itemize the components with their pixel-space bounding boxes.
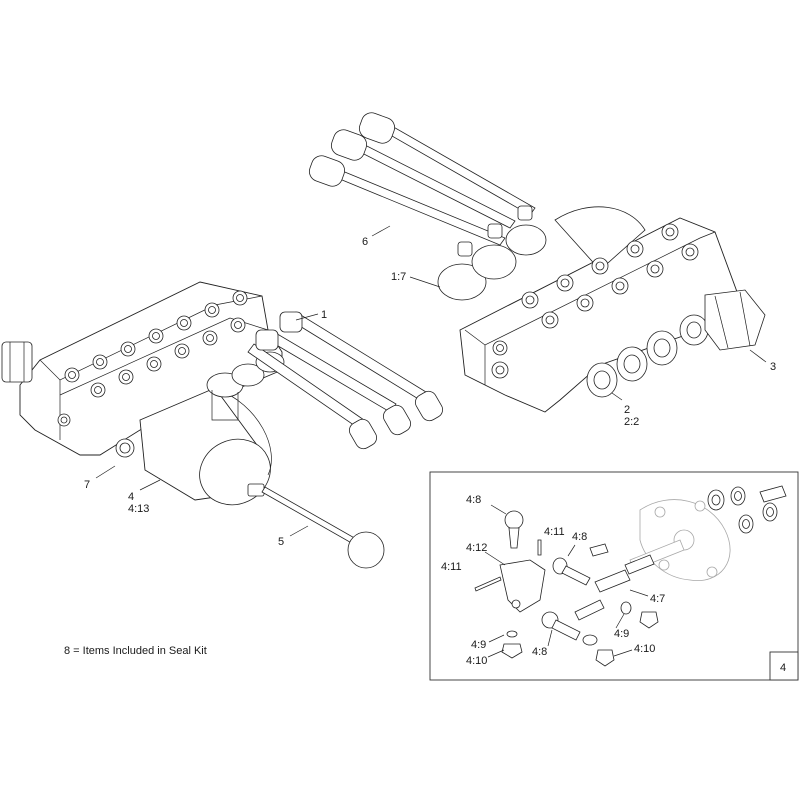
detail-box-number: 4 <box>780 662 786 674</box>
right-valve-ports <box>491 223 699 379</box>
joystick-lever <box>247 483 385 569</box>
main-callouts: 1 1:7 2 2:2 3 4 4:13 5 6 7 <box>84 225 776 548</box>
left-valve-assembly <box>1 281 443 569</box>
label-4-9-a: 4:9 <box>471 639 486 651</box>
left-valve-ports <box>57 290 248 427</box>
label-4-9-b: 4:9 <box>614 628 629 640</box>
callout-1: 1 <box>321 309 327 321</box>
left-control-handles <box>247 311 443 450</box>
callout-1-7: 1:7 <box>391 271 406 283</box>
detail-box-4: 4 4:8 4:11 4:8 <box>429 471 799 681</box>
callout-2: 2 <box>624 404 630 416</box>
label-4-11-a: 4:11 <box>544 526 565 538</box>
seal-kit-note: 8 = Items Included in Seal Kit <box>64 645 207 657</box>
label-4-8-top: 4:8 <box>466 494 481 506</box>
callout-4-13: 4:13 <box>128 503 149 515</box>
label-4-11-b: 4:11 <box>441 561 462 573</box>
callout-4: 4 <box>128 491 134 503</box>
callout-6: 6 <box>362 236 368 248</box>
label-4-7: 4:7 <box>650 593 665 605</box>
callout-5: 5 <box>278 536 284 548</box>
label-4-8-mid: 4:8 <box>572 531 587 543</box>
right-control-handles <box>308 112 536 246</box>
callout-3: 3 <box>770 361 776 373</box>
callout-7: 7 <box>84 479 90 491</box>
label-4-10-a: 4:10 <box>466 655 487 667</box>
label-4-12: 4:12 <box>466 542 487 554</box>
spool-caps <box>586 314 709 398</box>
seal-rings <box>707 485 787 534</box>
label-4-10-b: 4:10 <box>634 643 655 655</box>
right-valve-assembly <box>308 112 766 413</box>
label-4-8-bot: 4:8 <box>532 646 547 658</box>
callout-2-2: 2:2 <box>624 416 639 428</box>
